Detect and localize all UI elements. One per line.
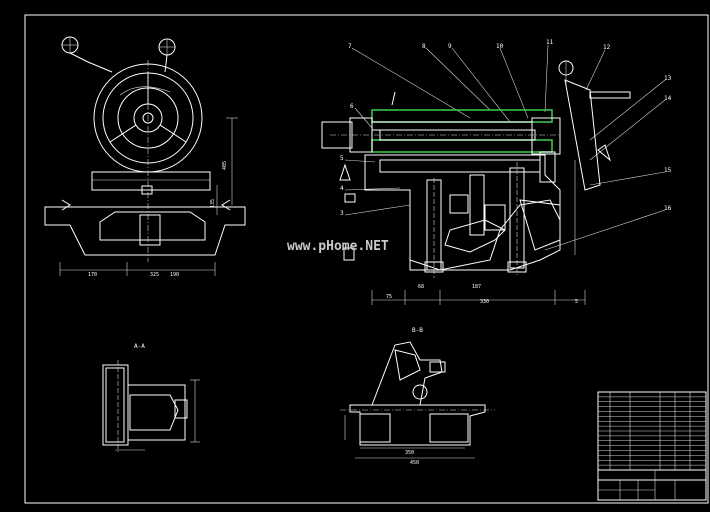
title-block xyxy=(597,391,707,501)
dim-170: 170 xyxy=(88,272,97,278)
dim-450: 450 xyxy=(410,460,419,466)
handwheel-side xyxy=(564,79,601,191)
balloon-9: 9 xyxy=(448,43,452,50)
balloon-11: 11 xyxy=(546,39,554,46)
parts-list-rows xyxy=(598,396,706,466)
section-b-b: B-B 350 450 xyxy=(340,327,495,466)
section-b-label: B-B xyxy=(412,327,423,334)
front-view: 170 325 190 405 135 xyxy=(44,36,246,278)
dim-325: 325 xyxy=(150,272,159,278)
balloon-3: 3 xyxy=(340,210,344,217)
slide-upper xyxy=(371,109,553,123)
dim-330: 330 xyxy=(480,299,489,305)
balloon-7: 7 xyxy=(348,43,352,50)
dim-350: 350 xyxy=(405,450,414,456)
balloon-8: 8 xyxy=(422,43,426,50)
dim-190: 190 xyxy=(170,272,179,278)
balloon-12: 12 xyxy=(603,44,611,51)
dim-187: 187 xyxy=(472,284,481,290)
dim-5: 5 xyxy=(575,299,578,305)
section-a-label: A-A xyxy=(134,343,145,350)
watermark: www.pHome.NET xyxy=(287,239,389,254)
balloon-16: 16 xyxy=(664,205,672,212)
dim-68: 68 xyxy=(418,284,424,290)
balloon-15: 15 xyxy=(664,167,672,174)
main-section-view: 7 8 9 10 11 12 13 14 15 16 6 5 4 3 xyxy=(321,39,672,305)
section-a-a: A-A xyxy=(102,343,200,452)
balloon-10: 10 xyxy=(496,43,504,50)
balloon-5: 5 xyxy=(340,155,344,162)
dim-75: 75 xyxy=(386,294,392,300)
drawing-border xyxy=(24,14,709,504)
balloon-13: 13 xyxy=(664,75,672,82)
balloon-14: 14 xyxy=(664,95,672,102)
slide-lower xyxy=(371,139,553,153)
dim-405: 405 xyxy=(222,161,228,170)
balloon-6: 6 xyxy=(350,103,354,110)
balloon-4: 4 xyxy=(340,185,344,192)
dim-135: 135 xyxy=(210,199,216,208)
